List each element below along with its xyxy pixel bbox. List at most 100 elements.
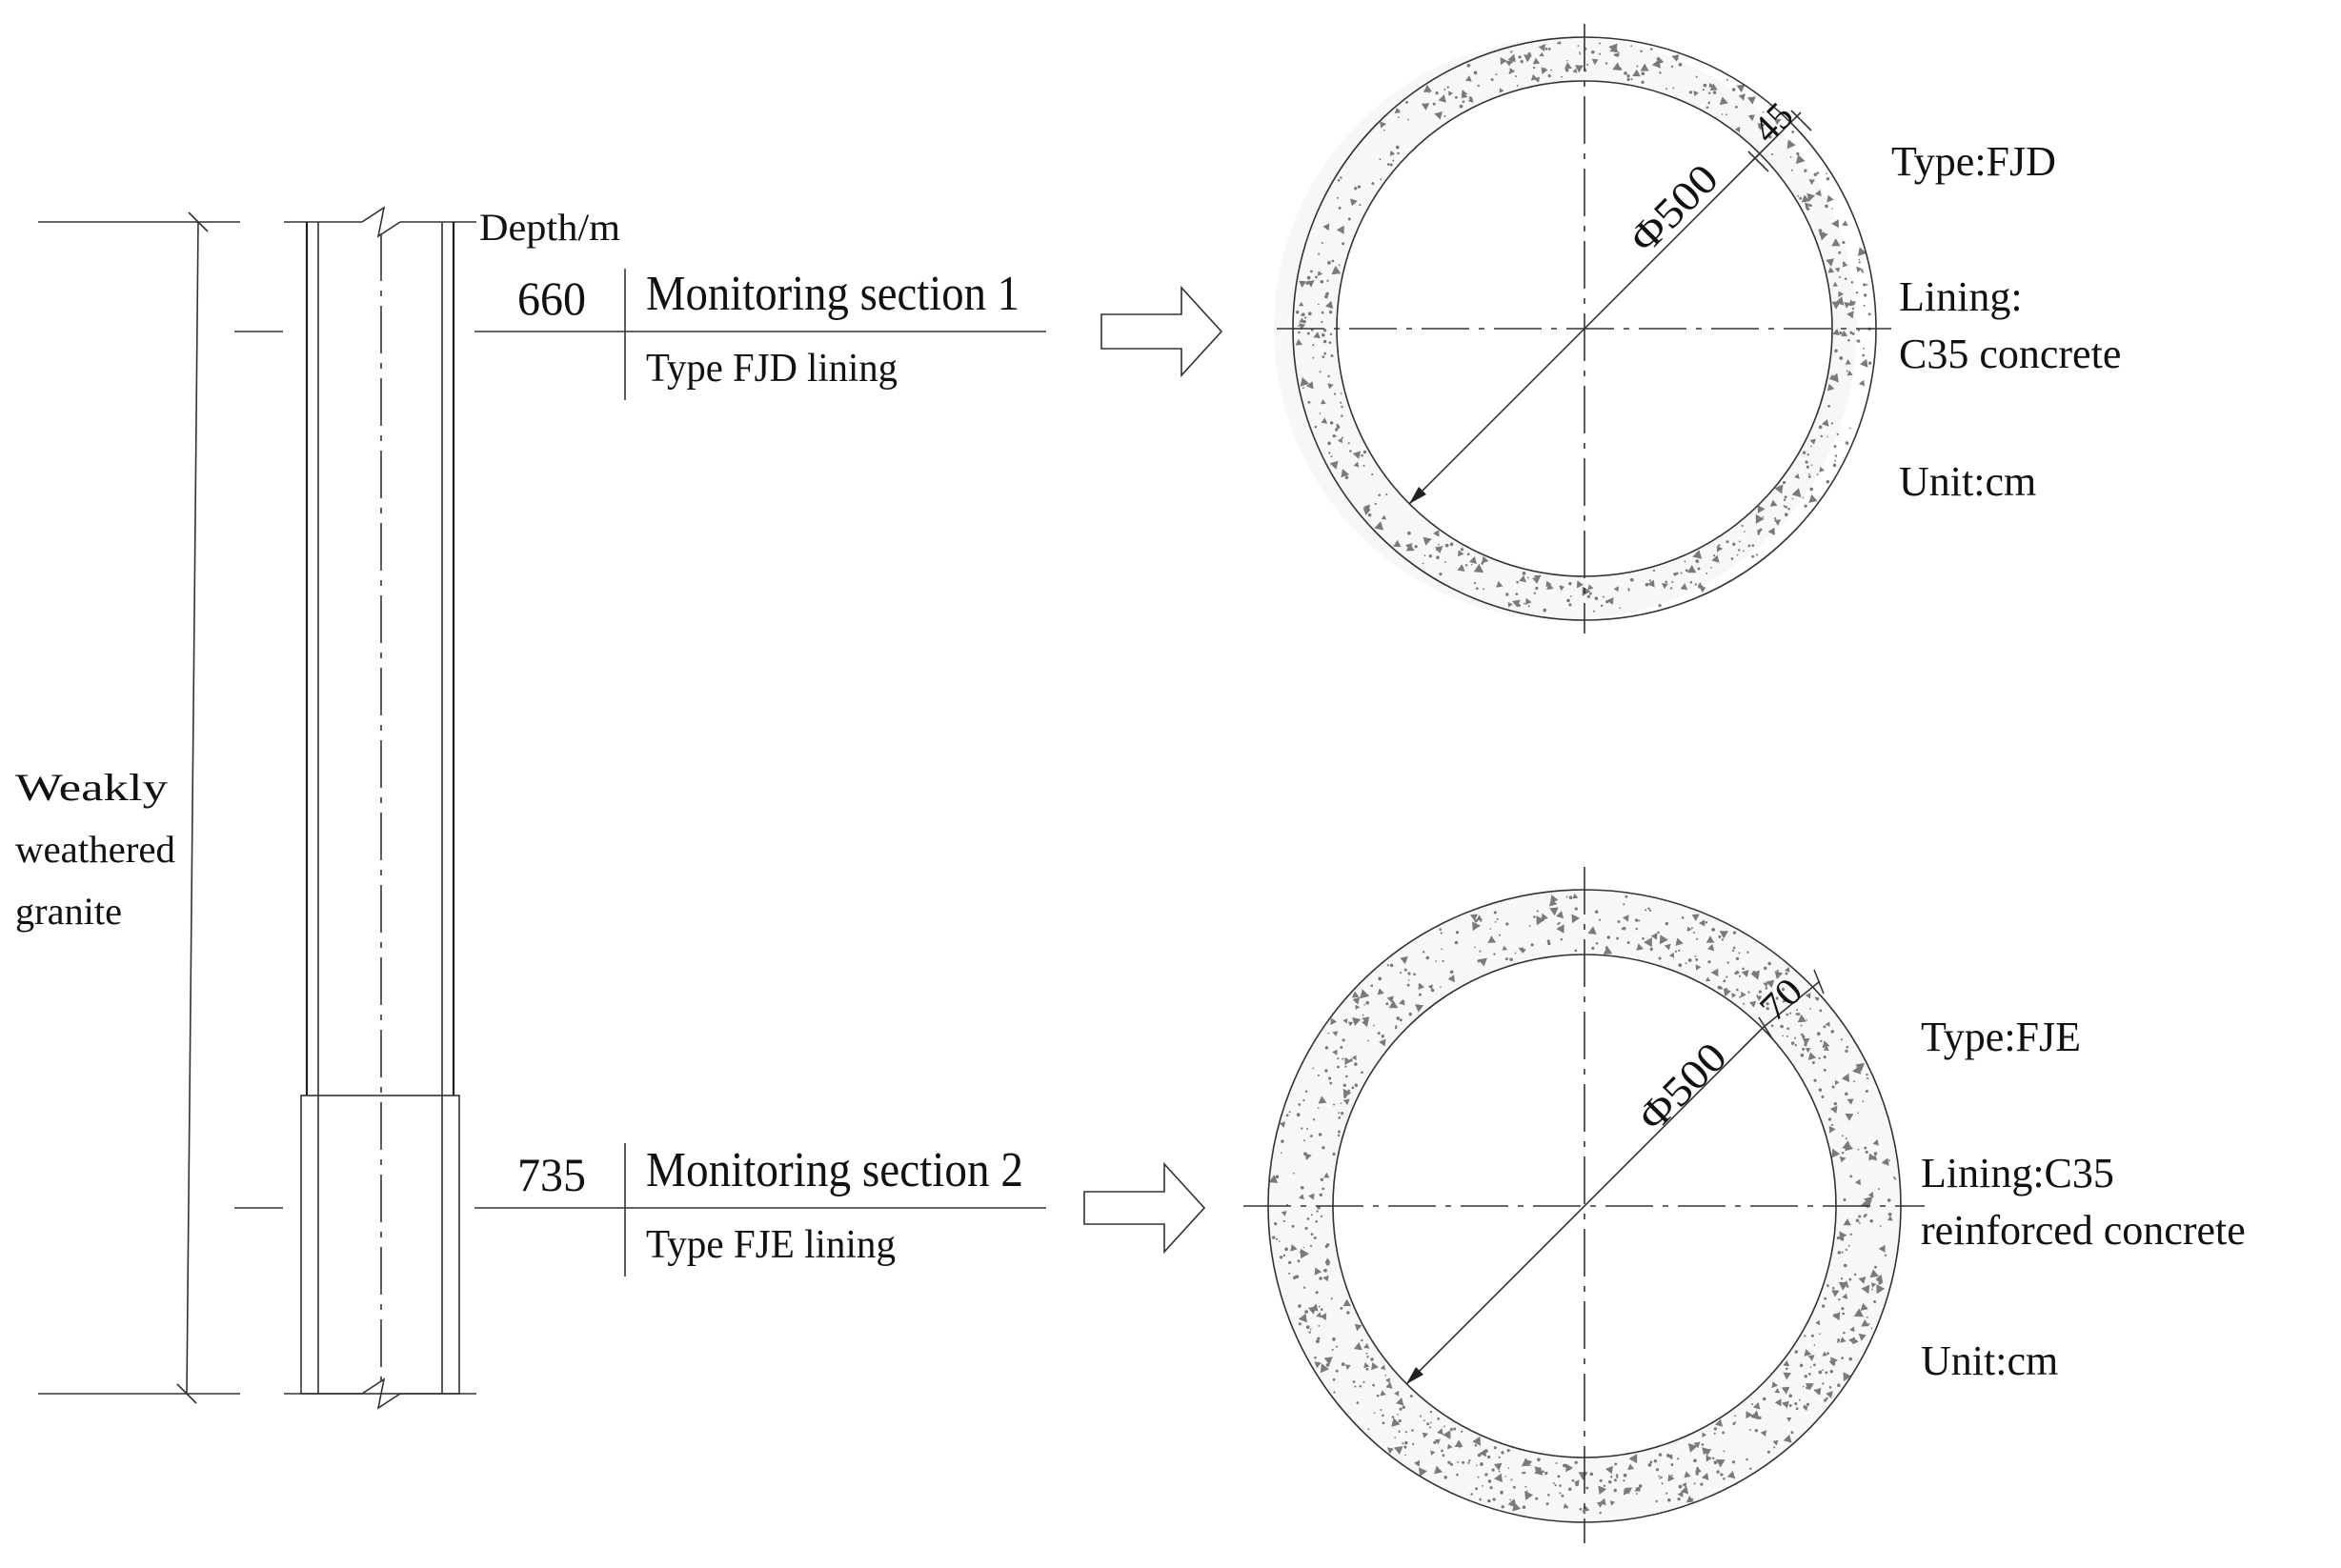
concrete-speckle-dot [1437, 1417, 1440, 1420]
concrete-aggregate-mark [1470, 914, 1478, 921]
concrete-speckle-dot [1470, 563, 1473, 566]
concrete-speckle-dot [1354, 187, 1358, 191]
concrete-aggregate-mark [1731, 993, 1737, 998]
concrete-speckle-dot [1332, 434, 1336, 438]
concrete-speckle-dot [1634, 918, 1639, 922]
concrete-speckle-dot [1644, 66, 1647, 69]
concrete-speckle-dot [1726, 961, 1730, 964]
concrete-speckle-dot [1671, 581, 1674, 584]
concrete-aggregate-mark [1756, 995, 1763, 1001]
concrete-aggregate-mark [1337, 437, 1342, 444]
concrete-aggregate-mark [1336, 225, 1344, 234]
concrete-speckle-dot [1746, 951, 1749, 954]
concrete-speckle-dot [1598, 918, 1602, 921]
concrete-aggregate-mark [1746, 1411, 1753, 1419]
concrete-speckle-dot [1429, 1426, 1431, 1429]
concrete-speckle-dot [1496, 917, 1499, 920]
concrete-speckle-dot [1806, 465, 1809, 469]
concrete-speckle-dot [1842, 1312, 1846, 1316]
concrete-aggregate-mark [1708, 83, 1714, 89]
concrete-aggregate-mark [1327, 383, 1334, 390]
concrete-aggregate-mark [1307, 1306, 1317, 1315]
concrete-aggregate-mark [1726, 1471, 1736, 1479]
concrete-aggregate-mark [1695, 964, 1702, 971]
concrete-aggregate-mark [1869, 1269, 1879, 1278]
concrete-speckle-dot [1695, 559, 1700, 563]
concrete-speckle-dot [1806, 453, 1809, 456]
concrete-speckle-dot [1402, 1405, 1405, 1409]
concrete-speckle-dot [1672, 87, 1675, 90]
concrete-speckle-dot [1500, 1490, 1503, 1495]
concrete-speckle-dot [1332, 1378, 1336, 1381]
concrete-speckle-dot [1874, 1265, 1877, 1269]
concrete-speckle-dot [1329, 421, 1334, 425]
concrete-aggregate-mark [1332, 1049, 1338, 1055]
concrete-speckle-dot [1871, 1288, 1874, 1291]
concrete-speckle-dot [1751, 1403, 1753, 1406]
concrete-speckle-dot [1323, 329, 1327, 332]
concrete-speckle-dot [1853, 1273, 1857, 1277]
concrete-speckle-dot [1823, 1055, 1826, 1059]
concrete-speckle-dot [1384, 1374, 1387, 1377]
concrete-speckle-dot [1863, 347, 1866, 350]
concrete-speckle-dot [1333, 392, 1337, 395]
concrete-speckle-dot [1418, 983, 1421, 986]
concrete-aggregate-mark [1572, 68, 1578, 73]
concrete-speckle-dot [1479, 1498, 1482, 1501]
ring-1-diameter-label: Φ500 [1620, 155, 1726, 262]
concrete-speckle-dot [1370, 1357, 1374, 1361]
concrete-speckle-dot [1866, 1316, 1868, 1318]
concrete-speckle-dot [1756, 995, 1759, 996]
concrete-aggregate-mark [1548, 897, 1558, 907]
concrete-aggregate-mark [1843, 1372, 1852, 1381]
concrete-speckle-dot [1302, 1139, 1305, 1142]
concrete-speckle-dot [1569, 595, 1572, 597]
concrete-speckle-dot [1694, 583, 1697, 586]
concrete-speckle-dot [1417, 1004, 1420, 1007]
concrete-aggregate-mark [1389, 151, 1396, 156]
concrete-speckle-dot [1699, 582, 1702, 585]
concrete-speckle-dot [1626, 941, 1630, 944]
concrete-speckle-dot [1317, 1337, 1321, 1340]
concrete-speckle-dot [1803, 1405, 1806, 1408]
concrete-aggregate-mark [1634, 1486, 1641, 1492]
concrete-aggregate-mark [1636, 943, 1644, 951]
concrete-speckle-dot [1493, 1446, 1497, 1450]
concrete-speckle-dot [1512, 1485, 1516, 1489]
concrete-speckle-dot [1340, 176, 1342, 179]
concrete-speckle-dot [1468, 1459, 1471, 1462]
concrete-speckle-dot [1344, 475, 1349, 479]
concrete-speckle-dot [1615, 1474, 1619, 1477]
concrete-speckle-dot [1712, 1457, 1715, 1460]
concrete-speckle-dot [1457, 1460, 1459, 1463]
concrete-speckle-dot [1789, 156, 1792, 158]
concrete-speckle-dot [1313, 1236, 1317, 1239]
concrete-speckle-dot [1507, 1467, 1510, 1470]
concrete-speckle-dot [1723, 1450, 1725, 1453]
concrete-aggregate-mark [1829, 1105, 1838, 1114]
concrete-speckle-dot [1328, 341, 1332, 344]
concrete-aggregate-mark [1578, 1472, 1588, 1480]
concrete-aggregate-mark [1766, 979, 1775, 989]
concrete-speckle-dot [1649, 1460, 1653, 1464]
concrete-aggregate-mark [1667, 1454, 1673, 1460]
concrete-speckle-dot [1559, 1492, 1562, 1495]
concrete-speckle-dot [1720, 1473, 1724, 1477]
concrete-aggregate-mark [1447, 1443, 1453, 1450]
concrete-aggregate-mark [1467, 97, 1474, 103]
concrete-aggregate-mark [1598, 1485, 1607, 1495]
concrete-aggregate-mark [1878, 1244, 1886, 1253]
concrete-speckle-dot [1579, 52, 1582, 55]
concrete-speckle-dot [1309, 1328, 1312, 1331]
concrete-speckle-dot [1386, 163, 1390, 166]
concrete-aggregate-mark [1443, 1430, 1451, 1439]
concrete-speckle-dot [1817, 1391, 1821, 1395]
concrete-speckle-dot [1296, 1113, 1301, 1117]
concrete-speckle-dot [1682, 917, 1685, 919]
concrete-speckle-dot [1533, 66, 1536, 70]
concrete-speckle-dot [1766, 1002, 1769, 1006]
concrete-speckle-dot [1678, 949, 1681, 952]
concrete-aggregate-mark [1363, 1362, 1370, 1369]
concrete-speckle-dot [1705, 921, 1708, 924]
concrete-speckle-dot [1325, 1261, 1330, 1266]
